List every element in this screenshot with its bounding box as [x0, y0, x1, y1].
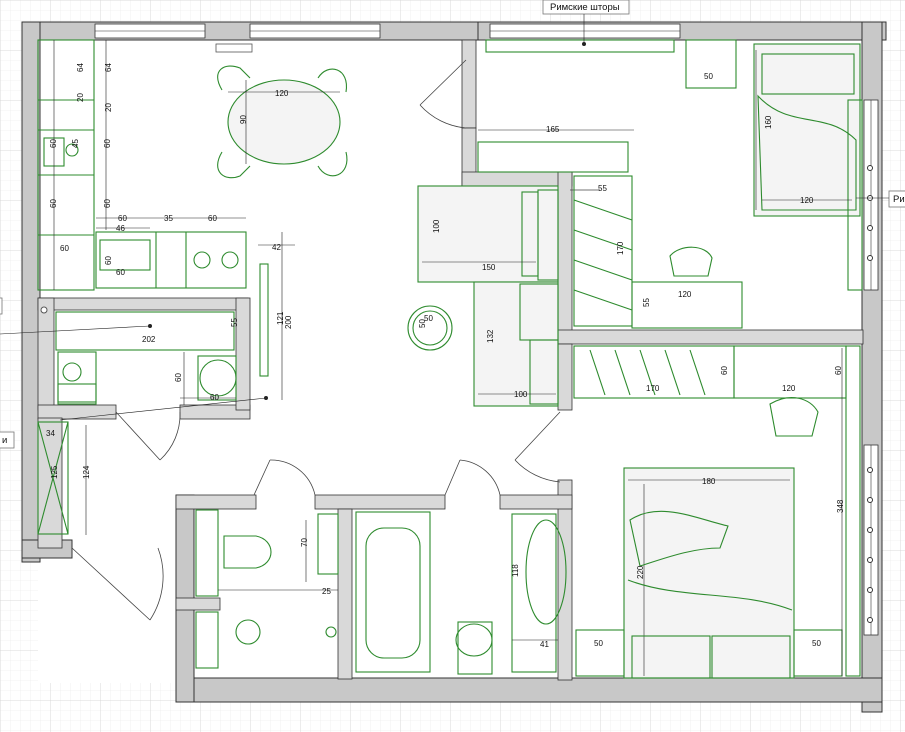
dim-k60e: 60 [118, 214, 127, 223]
dim-sofa150: 150 [482, 263, 496, 272]
dim-desk55: 55 [642, 298, 651, 307]
dimension-labels: 120 90 64 64 20 20 60 45 60 60 60 60 35 … [46, 63, 845, 649]
interior-walls [37, 39, 864, 681]
dim-n50a: 50 [594, 639, 603, 648]
dim-k60i: 60 [116, 268, 125, 277]
dim-k60c: 60 [49, 199, 58, 208]
dim-b70: 70 [300, 538, 309, 547]
dim-bed160: 160 [764, 115, 773, 129]
sofas [407, 185, 559, 407]
dim-w120: 120 [782, 384, 796, 393]
hall-wardrobe [37, 421, 87, 535]
dim-wardrobe55: 55 [598, 184, 607, 193]
dim-b25: 25 [322, 587, 331, 596]
dim-k121: 121 [276, 311, 285, 325]
dim-k20b: 20 [104, 103, 113, 112]
windows [94, 23, 879, 636]
dim-n50b: 50 [812, 639, 821, 648]
dim-round50b: 50 [424, 314, 433, 323]
dim-k64a: 64 [76, 63, 85, 72]
dim-desk165: 165 [546, 125, 560, 134]
dim-b118: 118 [511, 564, 520, 577]
dim-bed348: 348 [836, 499, 845, 513]
laundry-area [0, 263, 269, 421]
dim-k60d: 60 [103, 199, 112, 208]
dim-bed220: 220 [636, 565, 645, 579]
dim-k55a: 55 [230, 318, 239, 327]
dim-k60j: 60 [174, 373, 183, 382]
dim-k60f: 60 [208, 214, 217, 223]
dim-k64b: 64 [104, 63, 113, 72]
upper-bedroom [477, 39, 863, 329]
main-bedroom [573, 345, 861, 679]
dim-table-width: 120 [275, 89, 289, 98]
callout-left-text: и [2, 435, 7, 446]
dim-k45: 45 [71, 139, 80, 148]
dim-w170: 170 [646, 384, 660, 393]
dim-sofa100b: 100 [514, 390, 528, 399]
dining-table [215, 43, 348, 179]
dim-k124: 124 [82, 465, 91, 479]
dim-b41: 41 [540, 640, 549, 649]
dim-k60a: 60 [49, 139, 58, 148]
callout-top: Римские шторы [542, 0, 630, 42]
dim-k125: 125 [50, 465, 59, 479]
dim-k202: 202 [142, 335, 156, 344]
dim-sofa100: 100 [432, 219, 441, 233]
bathrooms [195, 509, 567, 675]
dim-w60a: 60 [720, 366, 729, 375]
callout-right: Ри [856, 190, 905, 208]
dim-k20a: 20 [76, 93, 85, 102]
dim-k35: 35 [164, 214, 173, 223]
dim-k42: 42 [272, 243, 281, 252]
callout-right-text: Ри [893, 194, 905, 205]
callout-top-text: Римские шторы [550, 2, 620, 13]
dim-desk50: 50 [704, 72, 713, 81]
dim-sofa132: 132 [486, 329, 495, 343]
dim-k60k: 60 [210, 393, 219, 402]
dim-k200: 200 [284, 315, 293, 329]
dim-bed120: 120 [800, 196, 814, 205]
dim-k60b: 60 [103, 139, 112, 148]
dim-bed180: 180 [702, 477, 716, 486]
dim-round50a: 50 [418, 319, 427, 328]
dim-k46: 46 [116, 224, 125, 233]
callout-left: и [0, 431, 15, 449]
doors [71, 59, 600, 621]
dim-k60g: 60 [60, 244, 69, 253]
kitchen [37, 39, 295, 400]
dim-table-height: 90 [239, 115, 248, 124]
dim-wardrobe170: 170 [616, 241, 625, 255]
dim-k60h: 60 [104, 256, 113, 265]
dim-desk120: 120 [678, 290, 692, 299]
callout-left-upper [0, 297, 3, 315]
dim-k34: 34 [46, 429, 55, 438]
dim-w60b: 60 [834, 366, 843, 375]
